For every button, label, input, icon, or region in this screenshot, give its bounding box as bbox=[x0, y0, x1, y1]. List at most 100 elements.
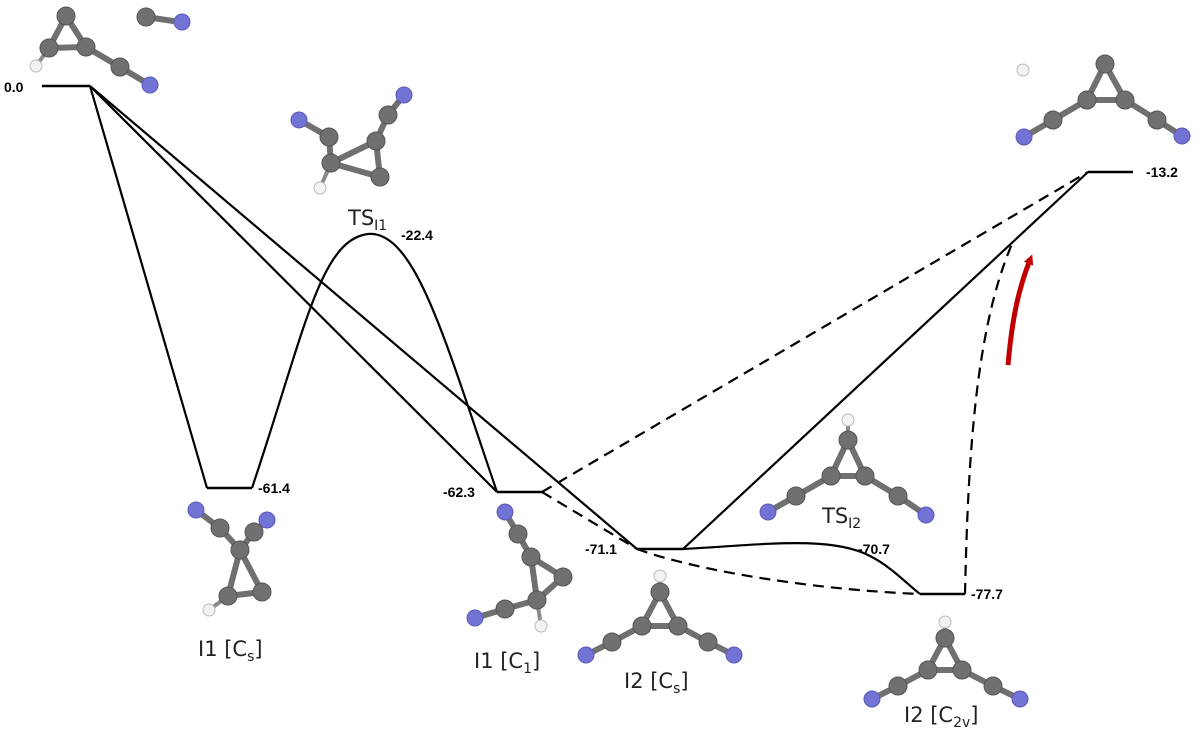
carbon-atom-icon bbox=[321, 153, 341, 173]
hydrogen-atom-icon bbox=[313, 181, 327, 195]
carbon-atom-icon bbox=[821, 466, 841, 486]
energy-ts-i1: -22.4 bbox=[401, 227, 433, 243]
carbon-atom-icon bbox=[378, 105, 398, 125]
carbon-atom-icon bbox=[935, 628, 955, 648]
molecule-i2-cs bbox=[577, 569, 743, 664]
carbon-atom-icon bbox=[786, 486, 806, 506]
carbon-atom-icon bbox=[888, 486, 908, 506]
nitrogen-atom-icon bbox=[290, 111, 308, 129]
label-i1-c1: I1 [C1] bbox=[474, 649, 540, 677]
nitrogen-atom-icon bbox=[577, 646, 595, 664]
carbon-atom-icon bbox=[888, 676, 908, 696]
nitrogen-atom-icon bbox=[141, 76, 159, 94]
molecule-ts-i2 bbox=[759, 413, 935, 524]
carbon-atom-icon bbox=[668, 616, 688, 636]
carbon-atom-icon bbox=[855, 466, 875, 486]
carbon-atom-icon bbox=[952, 660, 972, 680]
nitrogen-atom-icon bbox=[496, 503, 514, 521]
hydrogen-atom-icon bbox=[938, 615, 952, 629]
energy-i1-cs: -61.4 bbox=[258, 480, 290, 496]
energy-i1-c1: -62.3 bbox=[443, 484, 475, 500]
carbon-atom-icon bbox=[918, 660, 938, 680]
carbon-atom-icon bbox=[39, 38, 59, 58]
red-arrow-icon bbox=[1005, 254, 1034, 366]
nitrogen-atom-icon bbox=[1015, 128, 1033, 146]
hydrogen-atom-icon bbox=[202, 603, 216, 617]
carbon-atom-icon bbox=[1077, 90, 1097, 110]
hydrogen-atom-icon bbox=[29, 59, 43, 73]
carbon-atom-icon bbox=[136, 7, 156, 27]
label-ts-i2: TSI2 bbox=[821, 504, 861, 532]
label-i2-cs: I2 [Cs] bbox=[624, 669, 689, 697]
molecule-reactants bbox=[29, 6, 191, 94]
molecule-products bbox=[1015, 54, 1191, 146]
hydrogen-atom-icon bbox=[1016, 63, 1030, 77]
molecule-i2-c2v bbox=[863, 615, 1029, 708]
energy-ts-i2: -70.7 bbox=[858, 541, 890, 557]
dashed-pathways bbox=[541, 171, 1089, 596]
path-reactants-to-i1-cs bbox=[88, 85, 209, 489]
solid-pathways bbox=[88, 85, 1089, 595]
carbon-atom-icon bbox=[602, 632, 622, 652]
dash-i2-cs-to-i2-c2v bbox=[636, 547, 921, 596]
species-labels: TSI1 TSI2 I1 [Cs] I1 [C1] I2 [Cs] I2 [C2… bbox=[198, 206, 979, 731]
label-i1-cs: I1 [Cs] bbox=[198, 637, 263, 665]
dash-i2-c2v-to-products bbox=[963, 243, 1014, 595]
nitrogen-atom-icon bbox=[395, 86, 413, 104]
hydrogen-atom-icon bbox=[841, 413, 855, 427]
label-ts-i1: TSI1 bbox=[347, 206, 387, 234]
nitrogen-atom-icon bbox=[173, 13, 191, 31]
carbon-atom-icon bbox=[110, 57, 130, 77]
carbon-atom-icon bbox=[252, 582, 272, 602]
molecule-i1-cs bbox=[187, 501, 276, 617]
nitrogen-atom-icon bbox=[258, 511, 276, 529]
nitrogen-atom-icon bbox=[1011, 690, 1029, 708]
energy-i2-cs: -71.1 bbox=[585, 541, 617, 557]
path-reactants-to-i2-cs bbox=[89, 85, 638, 550]
nitrogen-atom-icon bbox=[759, 503, 777, 521]
nitrogen-atom-icon bbox=[187, 501, 205, 519]
carbon-atom-icon bbox=[527, 590, 547, 610]
carbon-atom-icon bbox=[1043, 110, 1063, 130]
nitrogen-atom-icon bbox=[725, 646, 743, 664]
hydrogen-atom-icon bbox=[653, 569, 667, 583]
nitrogen-atom-icon bbox=[863, 690, 881, 708]
carbon-atom-icon bbox=[553, 567, 573, 587]
label-i2-c2v: I2 [C2v] bbox=[904, 703, 979, 731]
carbon-atom-icon bbox=[632, 616, 652, 636]
carbon-atom-icon bbox=[319, 127, 339, 147]
hydrogen-atom-icon bbox=[534, 619, 548, 633]
carbon-atom-icon bbox=[508, 524, 528, 544]
carbon-atom-icon bbox=[366, 131, 386, 151]
molecule-i1-c1 bbox=[466, 503, 573, 633]
carbon-atom-icon bbox=[218, 586, 238, 606]
carbon-atom-icon bbox=[56, 6, 76, 26]
carbon-atom-icon bbox=[983, 676, 1003, 696]
dash-i1-c1-to-products bbox=[541, 171, 1089, 493]
path-ts-i2-barrier bbox=[682, 542, 921, 595]
path-i2-cs-to-products bbox=[682, 171, 1089, 550]
carbon-atom-icon bbox=[370, 167, 390, 187]
dash-i1-c1-to-i2-cs bbox=[541, 491, 638, 550]
carbon-atom-icon bbox=[698, 632, 718, 652]
energy-i2-c2v: -77.7 bbox=[971, 586, 1003, 602]
path-reactants-to-i1-c1 bbox=[89, 85, 498, 493]
carbon-atom-icon bbox=[650, 582, 670, 602]
path-ts-i1-barrier bbox=[250, 232, 499, 493]
nitrogen-atom-icon bbox=[1173, 127, 1191, 145]
nitrogen-atom-icon bbox=[917, 506, 935, 524]
nitrogen-atom-icon bbox=[466, 609, 484, 627]
energy-values: 0.0 -22.4 -61.4 -62.3 -71.1 -70.7 -77.7 … bbox=[4, 79, 1178, 602]
carbon-atom-icon bbox=[1115, 90, 1135, 110]
energy-levels bbox=[42, 84, 1133, 596]
carbon-atom-icon bbox=[1147, 110, 1167, 130]
carbon-atom-icon bbox=[210, 518, 230, 538]
energy-products: -13.2 bbox=[1146, 164, 1178, 180]
carbon-atom-icon bbox=[244, 522, 264, 542]
molecule-ts-i1 bbox=[290, 86, 413, 195]
carbon-atom-icon bbox=[521, 547, 541, 567]
carbon-atom-icon bbox=[838, 430, 858, 450]
energy-reactants: 0.0 bbox=[4, 79, 24, 95]
carbon-atom-icon bbox=[76, 37, 96, 57]
